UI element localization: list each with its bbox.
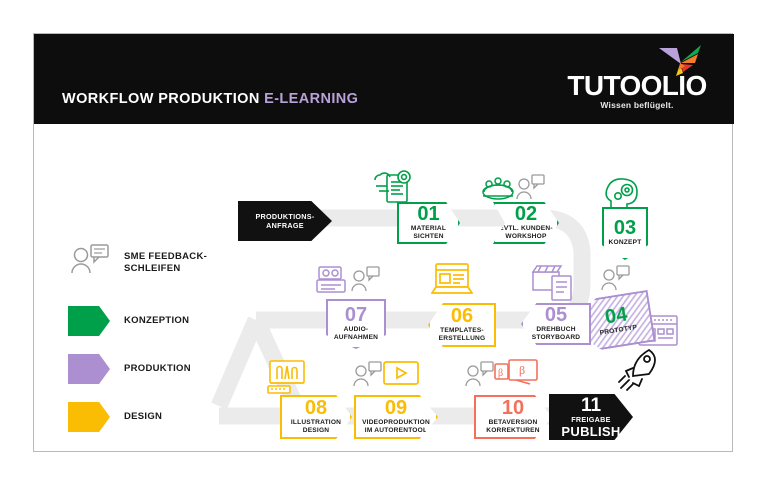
laptop-template-icon: [431, 262, 473, 300]
flow-step-10[interactable]: 10 BETAVERSION KORREKTUREN: [474, 395, 552, 439]
step-09-number: 09: [384, 396, 408, 419]
flow-step-05[interactable]: 05 DREHBUCH STORYBOARD: [521, 303, 591, 345]
sme-feedback-icon-09: [352, 361, 382, 387]
page-title: WORKFLOW PRODUKTION E-LEARNING: [62, 91, 358, 107]
step-02-number: 02: [514, 202, 538, 225]
flow-step-01[interactable]: 01 MATERIAL SICHTEN: [397, 202, 460, 244]
sme-feedback-icon-04: [600, 265, 630, 291]
svg-text:β: β: [498, 368, 503, 379]
step-07-number: 07: [344, 303, 368, 326]
step-06-number: 06: [450, 304, 474, 327]
brand-logo: TUTOOLIO Wissen beflügelt.: [562, 45, 712, 114]
step-03-label: KONZEPT: [608, 239, 642, 247]
flow-step-08[interactable]: 08 ILLUSTRATION DESIGN: [280, 395, 352, 439]
flow-step-09[interactable]: 09 VIDEOPRODUKTION IM AUTORENTOOL: [354, 395, 438, 439]
step-10-label: BETAVERSION KORREKTUREN: [486, 418, 540, 434]
document-gear-icon: [373, 168, 417, 208]
beta-monitor-icon: β β: [494, 356, 538, 392]
step-06-label: TEMPLATES- ERSTELLUNG: [438, 326, 486, 342]
step-05-label: DREHBUCH STORYBOARD: [531, 325, 581, 341]
step-08-label: ILLUSTRATION DESIGN: [290, 418, 342, 434]
step-02-label: EVTL. KUNDEN- WORKSHOP: [499, 224, 553, 240]
video-play-icon: [382, 360, 420, 390]
step-03-number: 03: [613, 217, 637, 240]
rocket-icon: [617, 346, 665, 392]
step-08-number: 08: [304, 396, 328, 419]
logo-wordmark: TUTOOLIO: [567, 70, 707, 101]
flow-step-06[interactable]: 06 TEMPLATES- ERSTELLUNG: [428, 303, 496, 347]
flow-end-publish[interactable]: 11 FREIGABE PUBLISH: [549, 394, 633, 440]
step-05-number: 05: [544, 303, 568, 326]
step-07-label: AUDIO- AUFNAHMEN: [333, 325, 379, 341]
step-04-number: 04: [603, 303, 629, 329]
head-gears-icon: [603, 177, 643, 211]
legend-item-konzeption: KONZEPTION: [68, 306, 189, 336]
flow-start-label: PRODUKTIONS- ANFRAGE: [255, 212, 315, 230]
step-04-label: PROTOTYP: [599, 323, 638, 337]
diagram-canvas: WORKFLOW PRODUKTION E-LEARNING TUTOOLIO …: [33, 33, 734, 452]
butterfly-logo-icon: [657, 44, 703, 78]
legend-item-sme: SME FEEDBACK- SCHLEIFEN: [68, 244, 207, 281]
step-11-number: 11: [580, 394, 602, 416]
clapperboard-script-icon: [531, 263, 575, 303]
svg-text:β: β: [519, 363, 525, 377]
step-11-label: FREIGABE: [571, 414, 611, 424]
step-01-label: MATERIAL SICHTEN: [410, 224, 447, 240]
step-10-number: 10: [501, 396, 525, 419]
legend-item-design: DESIGN: [68, 402, 162, 432]
step-11-emphasis: PUBLISH: [561, 423, 621, 439]
step-09-label: VIDEOPRODUKTION IM AUTORENTOOL: [362, 418, 430, 434]
header-bar: WORKFLOW PRODUKTION E-LEARNING TUTOOLIO …: [34, 34, 734, 124]
sme-feedback-icon-10: [464, 361, 494, 387]
legend-label-konzeption: KONZEPTION: [124, 315, 190, 326]
title-accent: E-LEARNING: [264, 91, 359, 107]
legend-label-produktion: PRODUKTION: [124, 363, 191, 374]
audio-recorder-icon: [316, 262, 356, 300]
step-01-number: 01: [417, 202, 440, 225]
logo-tagline: Wissen beflügelt.: [600, 100, 674, 110]
legend-label-design: DESIGN: [124, 411, 163, 422]
sme-feedback-icon-02: [515, 174, 545, 200]
sme-feedback-icon-07: [350, 266, 380, 292]
monitor-drawing-tools-icon: [266, 359, 308, 397]
legend-item-produktion: PRODUKTION: [68, 354, 191, 384]
workshop-table-icon: [481, 170, 515, 204]
legend-label-sme: SME FEEDBACK- SCHLEIFEN: [124, 250, 208, 274]
flow-start-produktionsanfrage[interactable]: PRODUKTIONS- ANFRAGE: [238, 201, 332, 241]
title-main: WORKFLOW PRODUKTION: [62, 91, 265, 107]
sme-feedback-icon: [68, 244, 110, 281]
